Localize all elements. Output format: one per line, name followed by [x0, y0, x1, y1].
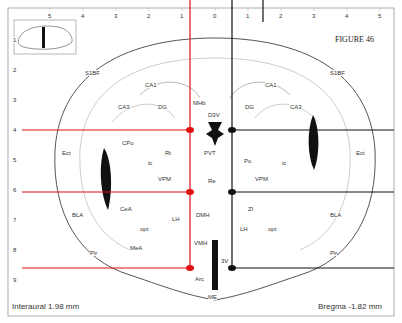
region-label: Arc	[195, 276, 204, 282]
figure-title: FIGURE 46	[335, 36, 374, 44]
region-label: BLA	[330, 212, 341, 218]
axis-number: 6	[13, 187, 16, 193]
region-label: CA3	[118, 104, 130, 110]
region-label: VPM	[255, 176, 268, 182]
region-label: opt	[268, 226, 276, 232]
axis-number: 3	[13, 97, 16, 103]
region-label: DG	[245, 104, 254, 110]
axis-number: 7	[13, 217, 16, 223]
region-label: S1BF	[330, 70, 345, 76]
coordinate-lines-red	[22, 0, 194, 271]
region-label: BLA	[72, 212, 83, 218]
region-label: PVT	[204, 150, 216, 156]
axis-number: 4	[81, 13, 84, 19]
region-label: LH	[240, 226, 248, 232]
inset-sagittal	[14, 20, 76, 54]
axis-number: 1	[180, 13, 183, 19]
coordinate-note: Bregma -1.82 mm	[318, 303, 382, 311]
axis-number: 5	[48, 13, 51, 19]
region-label: CA1	[145, 82, 157, 88]
region-label: Pir	[330, 250, 337, 256]
region-label: CPu	[122, 140, 134, 146]
region-label: ZI	[248, 206, 253, 212]
axis-number: 2	[13, 67, 16, 73]
axis-number: 8	[13, 247, 16, 253]
brain-section	[55, 38, 375, 300]
axis-number: 3	[114, 13, 117, 19]
region-label: CeA	[120, 206, 132, 212]
region-label: Ect	[62, 150, 71, 156]
region-label: CA3	[290, 104, 302, 110]
axis-ticks	[50, 8, 380, 11]
axis-number: 2	[279, 13, 282, 19]
region-label: D3V	[208, 112, 220, 118]
region-label: Po	[244, 158, 251, 164]
axis-number: 5	[378, 13, 381, 19]
region-label: Ect	[356, 150, 365, 156]
region-label: ic	[282, 160, 286, 166]
region-label: Re	[208, 178, 216, 184]
region-label: DG	[158, 104, 167, 110]
region-label: opt	[140, 226, 148, 232]
region-label: Rt	[165, 150, 171, 156]
axis-number: 9	[13, 277, 16, 283]
region-label: ic	[148, 160, 152, 166]
axis-number: 5	[13, 157, 16, 163]
axis-number: 3	[312, 13, 315, 19]
region-label: LH	[172, 216, 180, 222]
region-label: S1BF	[85, 70, 100, 76]
region-label: 3V	[221, 258, 228, 264]
axis-number: 0	[213, 13, 216, 19]
coordinate-lines-black	[228, 0, 394, 271]
coordinate-note: Interaural 1.98 mm	[12, 303, 79, 311]
axis-number: 2	[147, 13, 150, 19]
axis-number: 4	[13, 127, 16, 133]
region-label: MHb	[193, 100, 206, 106]
region-label: MeA	[130, 245, 142, 251]
axis-number: 4	[345, 13, 348, 19]
region-label: VMH	[194, 240, 207, 246]
ventricles	[101, 115, 319, 290]
region-label: ME	[208, 294, 217, 300]
axis-number: 1	[13, 37, 16, 43]
axis-number: 1	[246, 13, 249, 19]
region-label: DMH	[196, 212, 210, 218]
region-label: CA1	[265, 82, 277, 88]
region-label: VPM	[158, 176, 171, 182]
region-label: Pir	[90, 250, 97, 256]
page-frame	[8, 8, 394, 316]
